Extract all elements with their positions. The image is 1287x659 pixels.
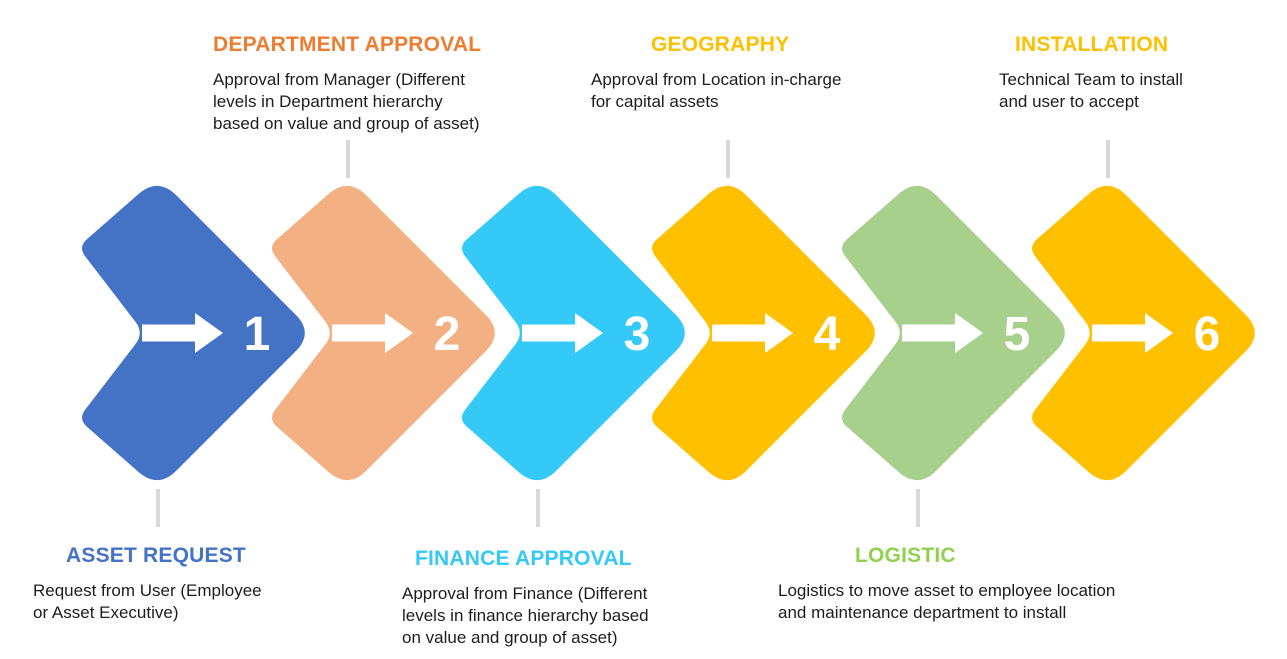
step-6-description: Technical Team to install and user to ac… <box>999 70 1183 111</box>
connector-lines <box>156 140 1110 527</box>
step-6-title: INSTALLATION <box>1015 33 1169 56</box>
step-5-arrow-icon <box>902 313 983 353</box>
step-1-arrow-icon <box>142 313 223 353</box>
step-3-title: FINANCE APPROVAL <box>415 547 632 570</box>
connector-line-step-3 <box>536 489 540 527</box>
step-3-chevron-group: 3 <box>462 185 685 481</box>
step-5-number: 5 <box>1004 308 1031 361</box>
step-6-arrow-icon <box>1092 313 1173 353</box>
step-4-title: GEOGRAPHY <box>651 33 790 56</box>
step-4-arrow-icon <box>712 313 793 353</box>
step-1-description: Request from User (Employee or Asset Exe… <box>33 581 262 622</box>
step-1-chevron-group: 1 <box>82 185 305 481</box>
step-2-title: DEPARTMENT APPROVAL <box>213 33 482 56</box>
step-3-arrow-icon <box>522 313 603 353</box>
step-2-number: 2 <box>434 308 461 361</box>
step-5-description: Logistics to move asset to employee loca… <box>778 581 1116 622</box>
step-5-chevron-group: 5 <box>842 185 1065 481</box>
step-1-title: ASSET REQUEST <box>66 544 246 567</box>
step-2-description: Approval from Manager (Different levels … <box>213 70 480 133</box>
connector-line-step-2 <box>346 140 350 178</box>
step-4-number: 4 <box>814 308 841 361</box>
connector-line-step-4 <box>726 140 730 178</box>
connector-line-step-1 <box>156 489 160 527</box>
step-2-chevron-group: 2 <box>272 185 495 481</box>
step-1-number: 1 <box>244 308 271 361</box>
connector-line-step-5 <box>916 489 920 527</box>
step-6-number: 6 <box>1194 308 1221 361</box>
step-4-description: Approval from Location in-charge for cap… <box>591 70 842 111</box>
step-2-arrow-icon <box>332 313 413 353</box>
step-4-chevron-group: 4 <box>652 185 875 481</box>
step-6-chevron-group: 6 <box>1032 185 1255 481</box>
step-3-description: Approval from Finance (Different levels … <box>402 584 649 647</box>
step-3-number: 3 <box>624 308 651 361</box>
step-5-title: LOGISTIC <box>855 544 956 567</box>
connector-line-step-6 <box>1106 140 1110 178</box>
